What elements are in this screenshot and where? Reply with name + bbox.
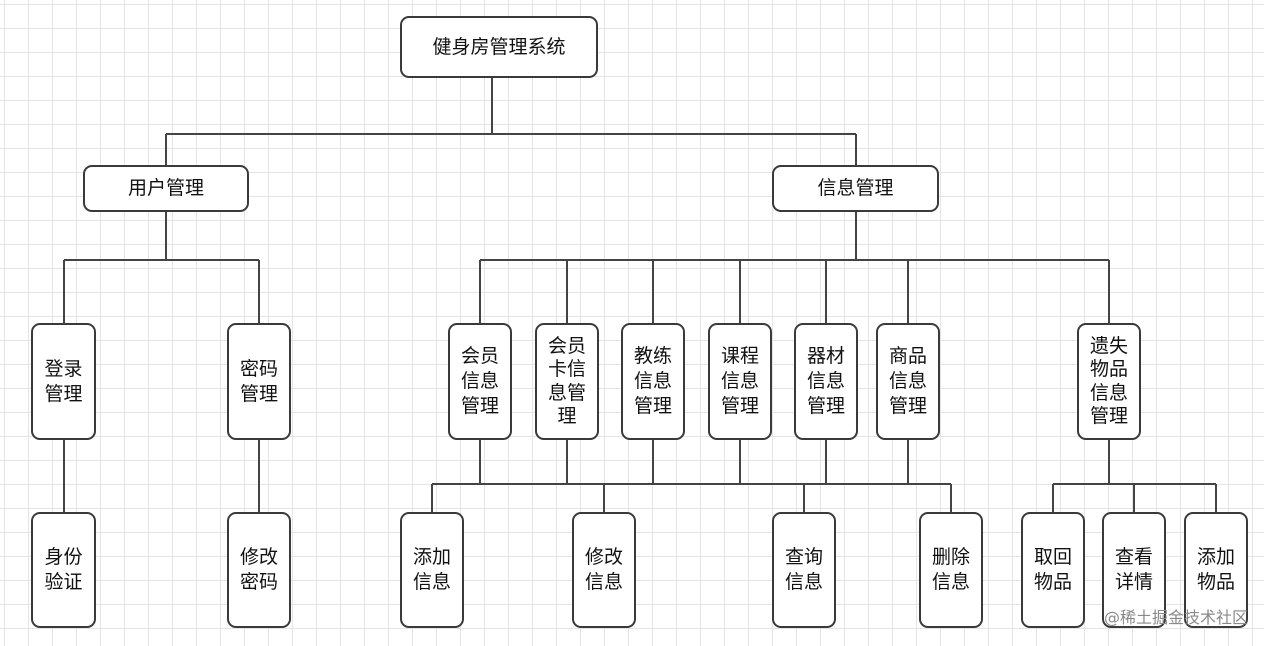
node-label: 器材信息管理 [806, 345, 845, 417]
node-label: 会员卡信息管理 [547, 335, 586, 427]
node-product-info-management: 商品信息管理 [876, 323, 940, 440]
node-add-info: 添加信息 [400, 512, 464, 628]
node-query-info: 查询信息 [772, 512, 836, 628]
node-label: 添加物品 [1196, 546, 1235, 593]
node-change-password: 修改密码 [227, 512, 291, 628]
node-label: 删除信息 [931, 546, 970, 593]
node-coach-info-management: 教练信息管理 [621, 323, 685, 440]
node-edit-info: 修改信息 [572, 512, 636, 628]
node-label: 课程信息管理 [720, 345, 759, 417]
node-user-management: 用户管理 [83, 165, 249, 212]
node-retrieve-item: 取回物品 [1021, 512, 1085, 628]
node-member-info-management: 会员信息管理 [448, 323, 512, 440]
node-label: 身份验证 [44, 546, 83, 593]
watermark: @稀土掘金技术社区 [1103, 608, 1248, 627]
node-label: 修改信息 [584, 546, 623, 593]
node-label: 查询信息 [784, 546, 823, 593]
node-delete-info: 删除信息 [919, 512, 983, 628]
node-label: 商品信息管理 [888, 345, 927, 417]
node-label: 添加信息 [412, 546, 451, 593]
node-label: 用户管理 [127, 177, 204, 200]
node-view-details: 查看详情 [1102, 512, 1166, 628]
node-password-management: 密码管理 [227, 323, 291, 440]
node-label: 登录管理 [44, 357, 83, 405]
node-membership-card-info-management: 会员卡信息管理 [535, 323, 599, 440]
node-label: 查看详情 [1114, 546, 1153, 593]
node-course-info-management: 课程信息管理 [708, 323, 772, 440]
node-label: 会员信息管理 [460, 345, 499, 417]
node-root: 健身房管理系统 [400, 16, 598, 78]
node-lost-items-info-management: 遗失物品信息管理 [1077, 323, 1141, 440]
node-label: 遗失物品信息管理 [1089, 335, 1128, 427]
node-label: 修改密码 [239, 546, 278, 593]
node-label: 教练信息管理 [633, 345, 672, 417]
node-add-item: 添加物品 [1184, 512, 1248, 628]
node-equipment-info-management: 器材信息管理 [794, 323, 858, 440]
node-label: 健身房管理系统 [432, 35, 566, 58]
node-info-management: 信息管理 [772, 165, 939, 212]
node-label: 取回物品 [1033, 546, 1072, 593]
node-label: 信息管理 [817, 177, 894, 200]
node-identity-verification: 身份验证 [31, 512, 96, 628]
node-login-management: 登录管理 [31, 323, 96, 440]
node-label: 密码管理 [239, 357, 278, 405]
